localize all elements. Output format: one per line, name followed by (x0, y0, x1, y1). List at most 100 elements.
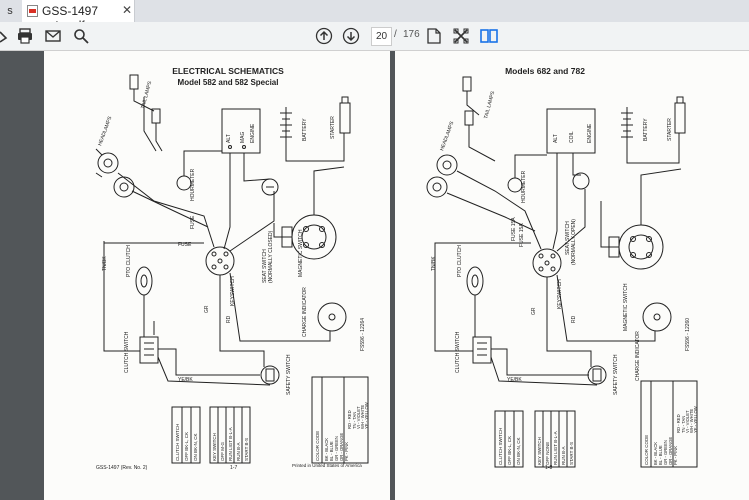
pto-clutch (135, 266, 153, 296)
footer-doc-number: GSS-1497 (Rev. No. 2) (96, 465, 148, 471)
svg-text:SAFETY SWITCH: SAFETY SWITCH (286, 354, 292, 395)
battery (621, 107, 633, 145)
svg-text:TN/BK: TN/BK (431, 256, 437, 271)
pdf-file-icon (27, 5, 38, 17)
tail-lamps-label: TAIL LAMPS (140, 80, 153, 110)
footer-page-number: 1-8 (545, 465, 552, 471)
charge-indicator (317, 302, 347, 332)
page-number-input[interactable]: 20 (371, 27, 392, 46)
svg-text:WH - WHITE: WH - WHITE (360, 405, 365, 429)
seat-switch (261, 178, 279, 196)
keyswitch (532, 248, 562, 278)
svg-text:START B-S: START B-S (244, 438, 249, 461)
svg-text:CHARGE INDICATOR: CHARGE INDICATOR (635, 331, 641, 381)
engine-block (221, 108, 261, 154)
svg-text:OR - ORANGE: OR - ORANGE (668, 437, 673, 465)
svg-text:RD - RED: RD - RED (676, 414, 681, 433)
svg-text:GR - GREEN: GR - GREEN (334, 436, 339, 461)
svg-text:COLOR CODE: COLOR CODE (315, 431, 320, 461)
svg-text:TN - TAN: TN - TAN (352, 412, 357, 429)
svg-text:YE - YELLOW: YE - YELLOW (693, 406, 698, 433)
clutch-switch-table (171, 406, 201, 464)
svg-text:RUN B-A: RUN B-A (561, 446, 566, 465)
keyswitch (205, 246, 235, 276)
page-separator: / (394, 29, 397, 40)
svg-text:OFF NONE: OFF NONE (545, 442, 550, 465)
svg-text:BL - BLUE: BL - BLUE (658, 445, 663, 465)
svg-text:OR - ORANGE: OR - ORANGE (339, 433, 344, 461)
svg-text:(NORMALLY OPEN): (NORMALLY OPEN) (571, 219, 577, 265)
svg-text:STARTER: STARTER (330, 116, 336, 139)
mail-icon[interactable] (43, 26, 63, 46)
svg-text:FUSE: FUSE (178, 242, 192, 248)
svg-text:RD - RED: RD - RED (347, 410, 352, 429)
two-page-view-icon[interactable] (479, 26, 499, 46)
hourmeter (507, 177, 523, 193)
footer-page-number: 1-7 (230, 465, 237, 471)
svg-text:SEAT SWITCH: SEAT SWITCH (565, 221, 571, 255)
svg-text:ALT: ALT (553, 134, 559, 143)
svg-text:TAIL LAMPS: TAIL LAMPS (483, 90, 496, 120)
safety-switch (587, 365, 607, 385)
svg-text:WH - WHITE: WH - WHITE (689, 409, 694, 433)
tab-document[interactable]: GSS-1497 guts.pdf ✕ (22, 0, 135, 32)
svg-text:PK - PINK: PK - PINK (344, 442, 349, 461)
svg-text:OFF BK-L, CK: OFF BK-L, CK (184, 432, 189, 461)
headlamps (95, 148, 135, 198)
svg-text:PK - PINK: PK - PINK (673, 446, 678, 465)
search-icon[interactable] (71, 26, 91, 46)
svg-text:BK - BLACK: BK - BLACK (324, 438, 329, 461)
starter (339, 96, 351, 134)
tools-icon[interactable] (451, 26, 471, 46)
svg-text:ON BK-N, CK: ON BK-N, CK (193, 433, 198, 461)
print-icon[interactable] (15, 26, 35, 46)
schematic-title: ELECTRICAL SCHEMATICS (172, 66, 284, 76)
save-icon[interactable] (0, 26, 12, 46)
pdf-page-right: Models 682 and 782 HEADLAMPS TAIL LAMPS … (395, 51, 749, 500)
next-page-icon[interactable] (341, 26, 361, 46)
svg-text:HOURMETER: HOURMETER (521, 170, 527, 203)
svg-text:KEY SWITCH: KEY SWITCH (212, 433, 217, 461)
svg-text:VI - VIOLET: VI - VIOLET (685, 410, 690, 433)
svg-text:RUN B-A: RUN B-A (236, 442, 241, 461)
svg-text:STARTER: STARTER (667, 118, 673, 141)
clutch-switch (472, 336, 492, 364)
svg-text:CLUTCH SWITCH: CLUTCH SWITCH (124, 331, 130, 373)
page-view-icon[interactable] (424, 26, 444, 46)
svg-text:CLUTCH SWITCH: CLUTCH SWITCH (455, 331, 461, 373)
svg-text:PTO CLUTCH: PTO CLUTCH (457, 245, 463, 277)
svg-text:CLUTCH SWITCH: CLUTCH SWITCH (175, 424, 180, 461)
svg-text:MAG: MAG (240, 132, 246, 144)
svg-text:FUSE 15A: FUSE 15A (511, 217, 517, 241)
svg-text:GR: GR (531, 307, 537, 315)
svg-text:ON BK-N, CK: ON BK-N, CK (516, 437, 521, 465)
tab-bar: s GSS-1497 guts.pdf ✕ (0, 0, 749, 32)
svg-text:YE - YELLOW: YE - YELLOW (364, 402, 369, 429)
svg-text:HOURMETER: HOURMETER (190, 168, 196, 201)
svg-text:CHARGE INDICATOR: CHARGE INDICATOR (302, 287, 308, 337)
svg-text:START B-S: START B-S (569, 442, 574, 465)
svg-text:MAGNETIC SWITCH: MAGNETIC SWITCH (298, 229, 304, 277)
key-switch-table (534, 410, 576, 468)
clutch-switch-table (494, 410, 524, 468)
svg-text:RUN LIGT B-L-A: RUN LIGT B-L-A (228, 427, 233, 461)
pdf-page-left: ELECTRICAL SCHEMATICS Model 582 and 582 … (44, 51, 390, 500)
svg-text:TN - TAN: TN - TAN (681, 416, 686, 433)
previous-page-icon[interactable] (314, 26, 334, 46)
svg-text:ENGINE: ENGINE (587, 123, 593, 143)
svg-text:FS596 - 12264: FS596 - 12264 (360, 318, 366, 351)
svg-text:COLOR CODE: COLOR CODE (644, 435, 649, 465)
svg-text:(NORMALLY CLOSED): (NORMALLY CLOSED) (268, 230, 274, 283)
safety-switch (260, 365, 280, 385)
svg-text:MAGNETIC SWITCH: MAGNETIC SWITCH (623, 283, 629, 331)
previous-tab-fragment[interactable]: s (0, 0, 20, 22)
page-total: 176 (403, 29, 420, 40)
svg-text:YE/BK: YE/BK (178, 377, 193, 383)
key-switch-table (209, 406, 251, 464)
starter (674, 96, 686, 134)
hourmeter (176, 175, 192, 191)
svg-text:RUN LIGT B-L-A: RUN LIGT B-L-A (553, 431, 558, 465)
svg-text:BATTERY: BATTERY (302, 118, 308, 141)
close-tab-icon[interactable]: ✕ (122, 3, 133, 17)
svg-text:COIL: COIL (569, 131, 575, 143)
